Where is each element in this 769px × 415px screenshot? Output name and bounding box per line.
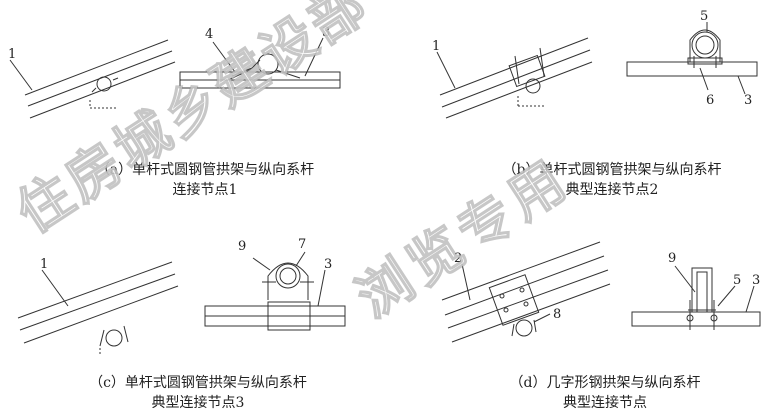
label-d-8: 8 [553, 307, 561, 322]
label-d-2: 2 [454, 251, 462, 266]
panel-a-section-view [179, 37, 341, 89]
label-d-5: 5 [733, 273, 741, 288]
panel-b-section-view [626, 22, 758, 95]
caption-b: （b）单杆式圆钢管拱架与纵向系杆 典型连接节点2 [462, 160, 762, 200]
caption-c-line1: （c）单杆式圆钢管拱架与纵向系杆 [89, 375, 307, 391]
label-b-1: 1 [432, 39, 440, 54]
label-a-1: 1 [8, 47, 16, 62]
label-c-7: 7 [298, 237, 306, 252]
panel-b-arch-view [436, 37, 593, 119]
panel-c-section-view [204, 251, 346, 331]
caption-c: （c）单杆式圆钢管拱架与纵向系杆 典型连接节点3 [48, 373, 348, 413]
part-labels: 1 4 3 1 5 6 3 1 9 7 3 2 8 9 5 3 [8, 9, 760, 322]
label-c-9: 9 [238, 239, 246, 254]
caption-a-line2: 连接节点1 [172, 182, 238, 198]
caption-a: （a）单杆式圆钢管拱架与纵向系杆 连接节点1 [55, 160, 355, 200]
panel-a-arch-view [9, 39, 176, 119]
caption-b-line1: （b）单杆式圆钢管拱架与纵向系杆 [502, 162, 722, 178]
caption-d-line1: （d）几字形钢拱架与纵向系杆 [509, 375, 701, 391]
label-b-6: 6 [706, 93, 714, 108]
label-a-4: 4 [205, 27, 213, 42]
label-d-3: 3 [752, 273, 760, 288]
caption-c-line2: 典型连接节点3 [151, 395, 245, 411]
label-c-3: 3 [324, 257, 332, 272]
caption-d: （d）几字形钢拱架与纵向系杆 典型连接节点 [455, 373, 755, 413]
panel-d-arch-view [441, 241, 611, 343]
caption-a-line1: （a）单杆式圆钢管拱架与纵向系杆 [95, 162, 315, 178]
label-a-3: 3 [322, 25, 330, 40]
label-d-9: 9 [668, 251, 676, 266]
caption-b-line2: 典型连接节点2 [565, 182, 659, 198]
label-b-5: 5 [700, 9, 708, 24]
label-b-3: 3 [744, 93, 752, 108]
panel-d-section-view [631, 265, 761, 330]
label-c-1: 1 [40, 257, 48, 272]
panel-c-arch-view [17, 261, 179, 356]
caption-d-line2: 典型连接节点 [563, 395, 647, 411]
